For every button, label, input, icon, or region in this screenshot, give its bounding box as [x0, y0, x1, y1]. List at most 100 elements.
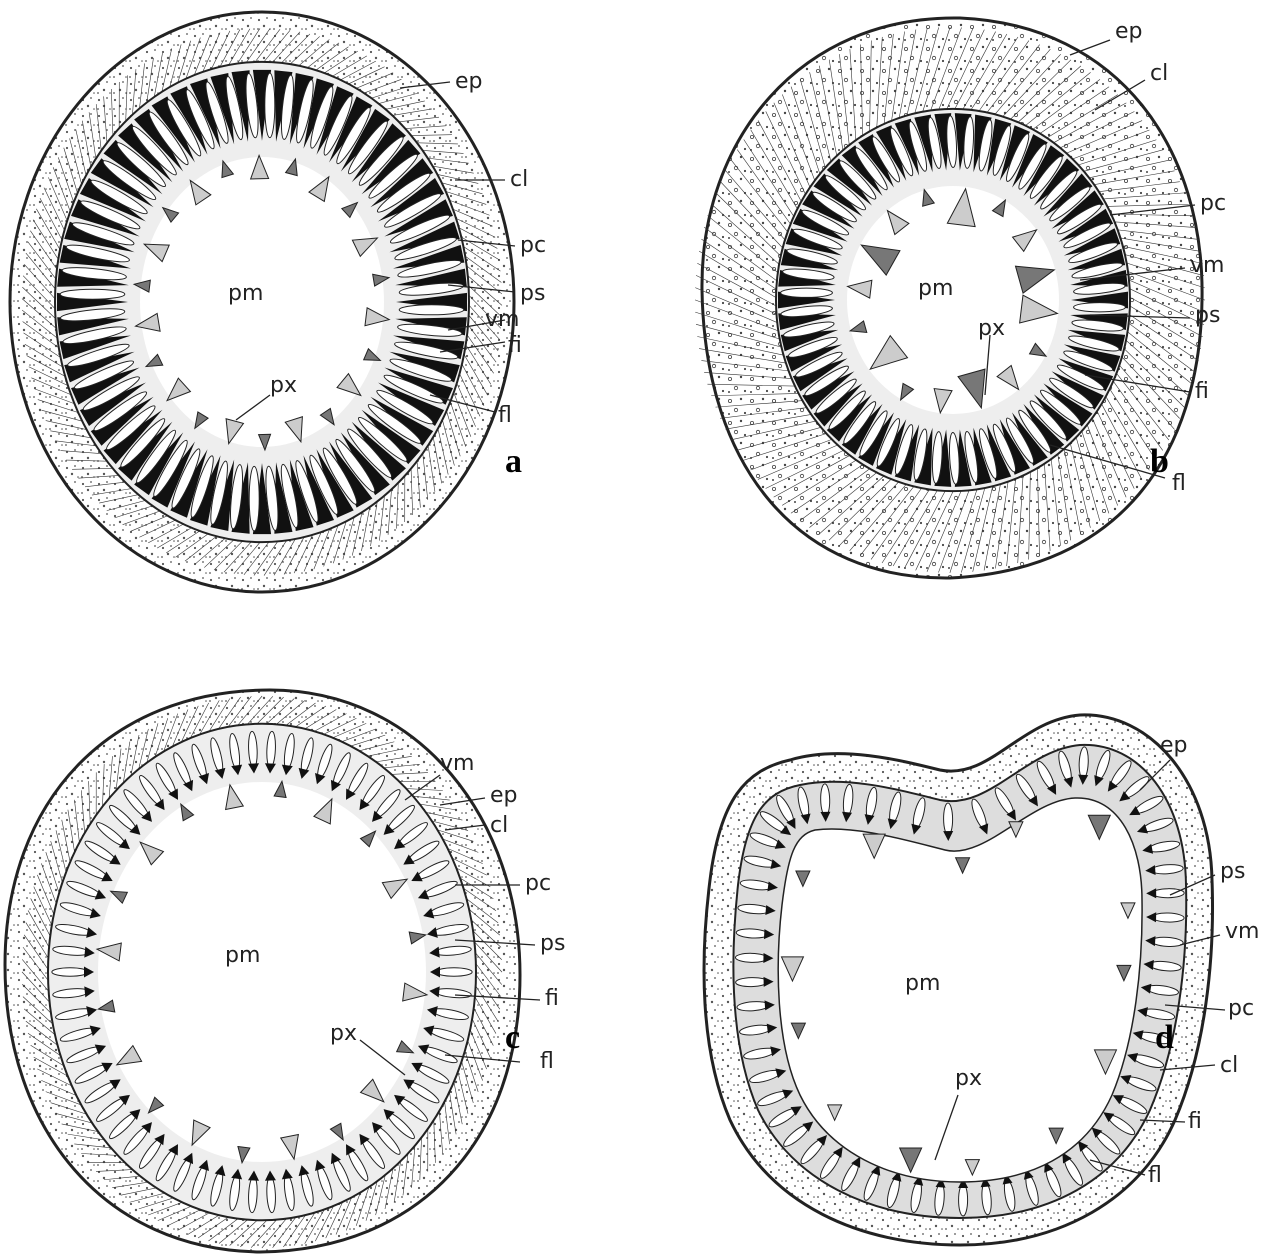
prosopyle-triangle — [313, 797, 333, 825]
choanocyte-chamber — [802, 365, 855, 410]
panel-a-label-cl: cl — [510, 167, 528, 192]
chamber-wedge — [841, 145, 883, 196]
fibre-line — [720, 181, 787, 252]
chamber-wedge — [1127, 1052, 1139, 1063]
chamber-wedge — [958, 1177, 969, 1188]
chamber-wedge — [1142, 843, 1154, 854]
chamber-wedge — [763, 929, 775, 940]
fibre-line — [904, 28, 928, 125]
chamber-cell — [323, 95, 353, 156]
fibre-line — [1099, 386, 1150, 471]
chamber-wedge — [264, 1170, 276, 1181]
choanocyte-chamber — [330, 752, 351, 792]
chamber-wedge — [394, 1094, 406, 1106]
chamber-wedge — [894, 118, 920, 176]
choanocyte-chamber — [736, 1000, 775, 1012]
chamber-wedge — [274, 462, 293, 534]
panel-b: pm ep cl pc vm ps fi fl px b — [694, 16, 1226, 580]
chamber-cell — [839, 160, 877, 200]
chamber-wedge — [417, 1044, 430, 1055]
panel-d-chambers — [734, 746, 1185, 1217]
fibre-line — [839, 54, 851, 153]
fibre-line — [704, 227, 781, 284]
chamber-cell — [102, 160, 157, 201]
choanocyte-chamber — [863, 1164, 881, 1201]
panel-a-label-fi: fi — [508, 333, 522, 358]
choanocyte-chamber — [84, 1079, 121, 1104]
prosopyle-triangle — [954, 857, 971, 875]
choanocyte-chamber — [1103, 1112, 1136, 1136]
chamber-wedge — [1023, 404, 1065, 455]
fibre-line — [860, 478, 920, 556]
choanocyte-chamber — [776, 794, 796, 830]
chamber-cell — [992, 125, 1012, 176]
chamber-cell — [913, 428, 928, 481]
chamber-cell — [812, 191, 857, 223]
fibre-line — [707, 383, 801, 387]
chamber-cell — [398, 282, 464, 296]
chamber-wedge — [189, 78, 221, 149]
choanocyte-chamber — [79, 376, 146, 426]
choanocyte-chamber — [1136, 817, 1174, 834]
choanocyte-chamber — [994, 787, 1016, 821]
chamber-wedge — [370, 158, 434, 208]
choanocyte-chamber — [59, 1025, 101, 1042]
prosopyle-triangle — [273, 779, 287, 799]
choanocyte-chamber — [303, 78, 335, 149]
choanocyte-chamber — [1112, 1095, 1148, 1114]
fibre-line — [1113, 348, 1180, 419]
chamber-wedge — [770, 1046, 782, 1057]
choanocyte-chamber — [281, 1168, 295, 1211]
prosopyle-triangle — [899, 382, 915, 402]
chamber-wedge — [395, 268, 467, 287]
choanocyte-chamber — [335, 432, 390, 496]
chamber-cell — [1151, 888, 1185, 899]
chamber-wedge — [774, 839, 786, 849]
chamber-wedge — [359, 798, 370, 811]
choanocyte-chamber — [1063, 228, 1121, 264]
prosopyle-triangle — [846, 279, 873, 299]
choanocyte-chamber — [783, 1121, 814, 1147]
panel-c-label-cl: cl — [490, 813, 508, 838]
choanocyte-chamber — [118, 418, 173, 481]
chamber-wedge — [378, 178, 445, 222]
fibre-line — [1106, 228, 1199, 240]
fibre-line — [1091, 192, 1185, 201]
choanocyte-chamber — [309, 449, 354, 518]
prosopyle-triangle — [780, 956, 805, 983]
fibre-line — [697, 336, 789, 357]
fibre-line — [695, 275, 781, 317]
fibre-line — [926, 27, 962, 120]
choanocyte-chamber — [274, 70, 294, 142]
choanocyte-chamber — [1018, 404, 1065, 455]
chamber-wedge — [57, 317, 129, 336]
chamber-wedge — [168, 1144, 178, 1156]
choanocyte-chamber — [911, 797, 926, 835]
chamber-cell — [367, 403, 422, 444]
chamber-wedge — [248, 763, 260, 774]
fibre-line — [889, 31, 905, 130]
fibre-line — [1119, 299, 1202, 350]
prosopyle-triangle — [359, 1078, 385, 1103]
panel-c-center-label: pm — [225, 943, 260, 968]
chamber-cell — [389, 214, 451, 244]
chamber-wedge — [281, 1168, 293, 1180]
prosopyle-triangle — [395, 1039, 415, 1054]
chamber-cell — [782, 268, 835, 281]
prosopyle-triangle — [860, 244, 901, 276]
chamber-cell — [166, 99, 202, 157]
fibre-line — [1108, 363, 1170, 441]
chamber-wedge — [316, 449, 354, 518]
chamber-cell — [80, 200, 141, 230]
prosopyle-triangle — [886, 209, 910, 236]
chamber-wedge — [370, 396, 434, 446]
chamber-cell — [59, 288, 126, 300]
choanocyte-chamber — [134, 429, 184, 496]
chamber-cell — [927, 116, 942, 169]
choanocyte-chamber — [155, 762, 178, 800]
choanocyte-chamber — [914, 114, 942, 173]
fibre-line — [1106, 371, 1163, 451]
chamber-wedge — [986, 424, 1012, 482]
chamber-wedge — [129, 823, 141, 835]
choanocyte-chamber — [191, 743, 209, 785]
